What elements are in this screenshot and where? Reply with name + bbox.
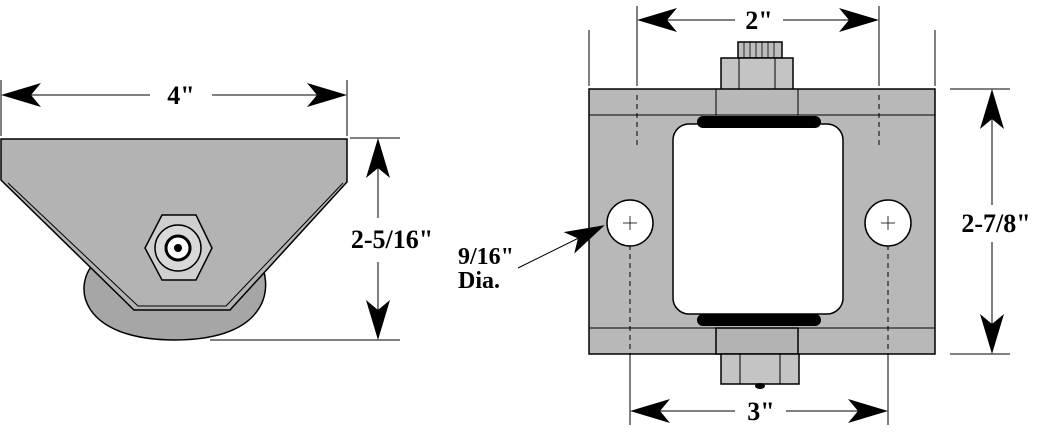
bumper-top — [697, 116, 821, 128]
hole-diameter-unit-label: Dia. — [458, 268, 500, 294]
axle-center — [174, 244, 182, 252]
bumper-bottom — [697, 314, 821, 326]
front-height-label: 2-7/8" — [961, 209, 1030, 238]
front-view: 2" — [458, 6, 1031, 426]
center-cutout — [672, 123, 844, 315]
housing-bevel-line — [7, 182, 344, 307]
hole-leader-line — [517, 225, 605, 269]
top-hex-nut — [720, 57, 794, 91]
front-top-width-label: 2" — [745, 6, 772, 35]
side-view: 4" 2-5/16" — [0, 80, 433, 341]
bottom-washer — [715, 327, 799, 355]
bottom-bolt-tip — [755, 383, 765, 389]
bottom-hex-nut — [720, 353, 800, 385]
hole-diameter-label: 9/16" — [458, 244, 514, 270]
side-width-label: 4" — [167, 81, 194, 110]
side-height-label: 2-5/16" — [351, 225, 433, 254]
front-bottom-width-label: 3" — [747, 397, 774, 426]
top-bolt-thread — [737, 41, 783, 59]
